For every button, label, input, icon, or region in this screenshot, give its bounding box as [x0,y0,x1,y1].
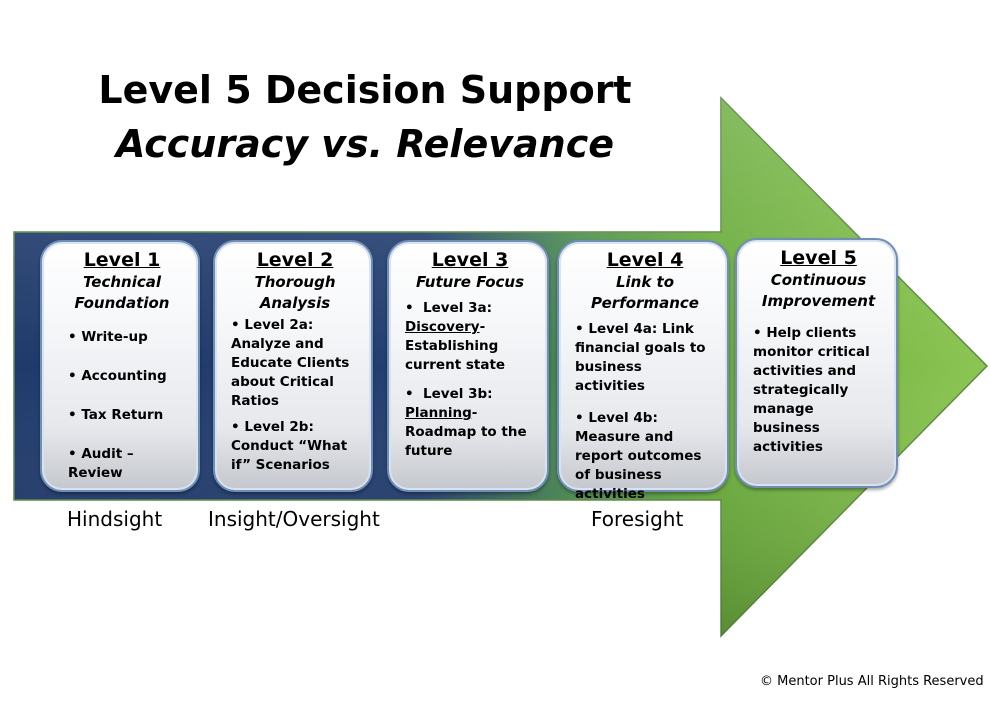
level-subtitle-line: Performance [591,294,699,312]
list-item: Tax Return [68,406,186,425]
list-item: Level 3b: Planning- Roadmap to the futur… [405,385,535,461]
level-subtitle-line: Link to [615,273,675,291]
level-title: Level 4 [606,249,684,271]
item-prefix: Level 3b: [423,386,493,402]
level-title: Level 5 [780,247,857,269]
list-item: Level 4b: Measure and report outcomes of… [575,409,715,504]
list-item: Level 2a: Analyze and Educate Clients ab… [231,316,359,411]
item-underlined: Planning [405,405,472,421]
level-4-card: Level 4 Link to Performance Level 4a: Li… [557,240,729,502]
list-item: Accounting [68,367,186,386]
level-title: Level 1 [83,249,161,271]
insight-oversight-label: Insight/Oversight [208,507,380,531]
level-title: Level 3 [431,249,509,271]
level-subtitle-line: Technical [82,273,162,291]
level-subtitle: Continuous Improvement [753,270,884,312]
list-item: Help clients monitor critical activities… [753,324,884,457]
level-subtitle: Technical Foundation [58,272,186,314]
copyright-notice: © Mentor Plus All Rights Reserved [760,674,984,689]
level-subtitle: Link to Performance [575,272,715,314]
list-item: Level 2b: Conduct “What if” Scenarios [231,418,359,475]
page-subtitle: Accuracy vs. Relevance [115,122,614,166]
list-item: Audit – Review [68,445,186,483]
level-title: Level 2 [256,249,334,271]
list-item: Level 3a: Discovery- Establishing curren… [405,299,535,375]
page-title: Level 5 Decision Support [98,68,632,112]
list-item: Write-up [68,328,186,347]
level-5-card: Level 5 Continuous Improvement Help clie… [735,238,898,488]
level-3-card: Level 3 Future Focus Level 3a: Discovery… [387,240,549,492]
list-item: Level 4a: Link financial goals to busine… [575,320,715,396]
level-subtitle-line: Improvement [761,292,876,310]
item-rest: - Roadmap to the future [405,405,527,459]
level-1-card: Level 1 Technical Foundation Write-up Ac… [40,240,200,492]
level-subtitle: Thorough Analysis [231,272,359,314]
level-2-card: Level 2 Thorough Analysis Level 2a: Anal… [213,240,373,492]
level-subtitle-line: Future Focus [415,273,525,291]
hindsight-label: Hindsight [67,507,163,531]
item-prefix: Level 3a: [423,300,492,316]
level-subtitle-line: Foundation [74,294,170,312]
level-subtitle-line: Continuous [770,271,867,289]
foresight-label: Foresight [591,507,684,531]
level-subtitle-line: Analysis [259,294,331,312]
level-subtitle-line: Thorough [254,273,336,291]
level-subtitle: Future Focus [405,272,535,293]
item-underlined: Discovery [405,319,480,335]
item-rest: - Establishing current state [405,319,506,373]
